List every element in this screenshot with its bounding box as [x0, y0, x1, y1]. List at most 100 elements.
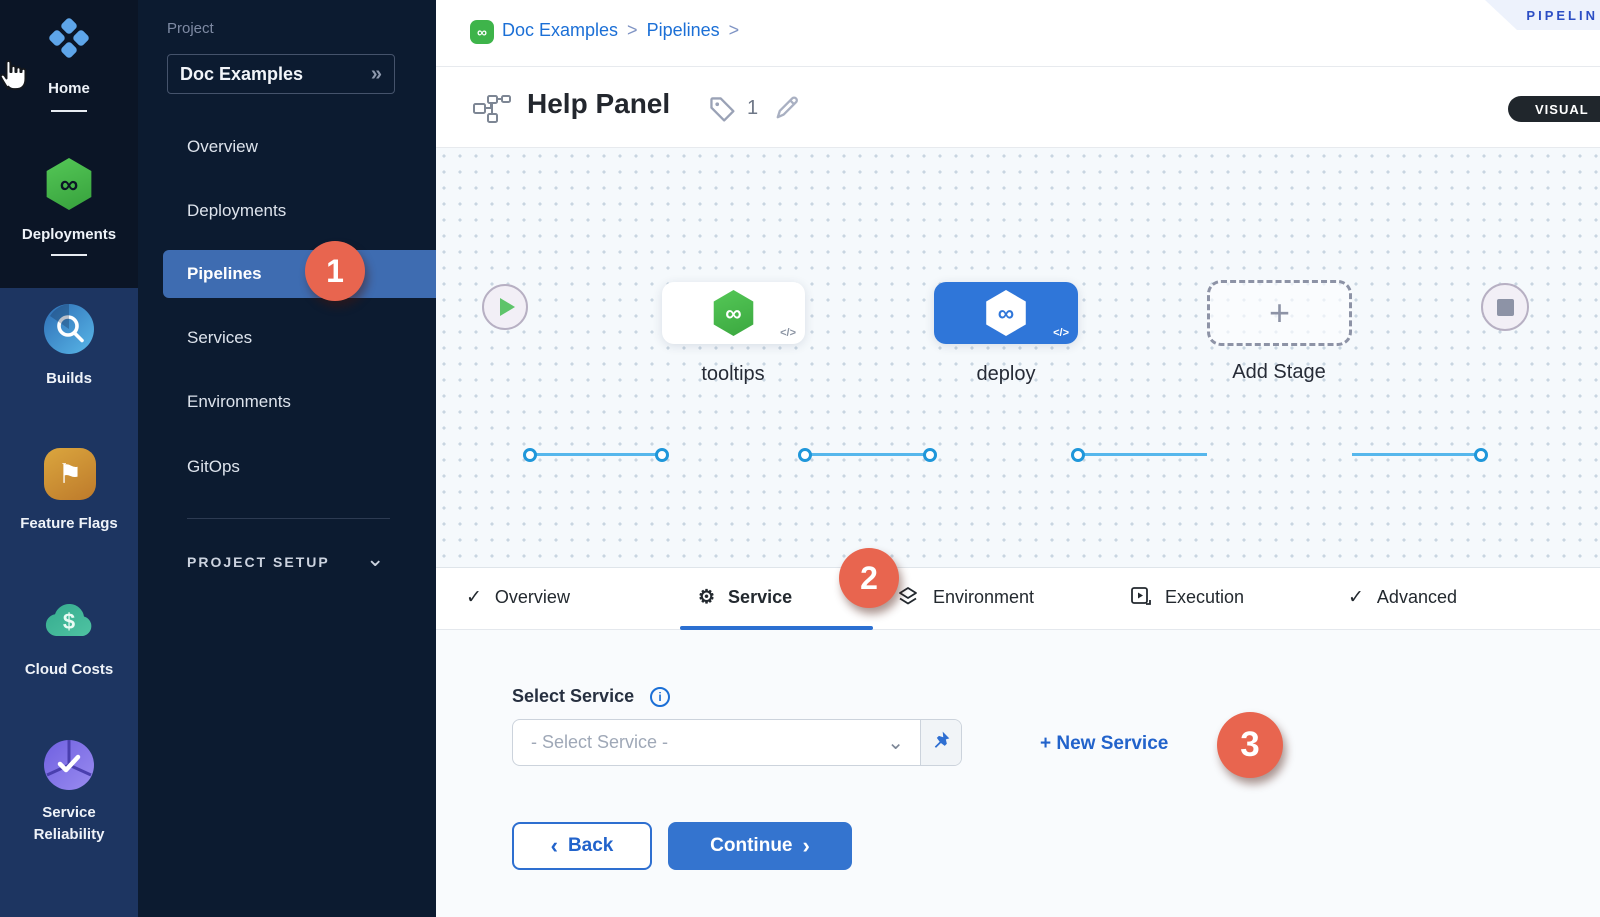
header-divider [436, 66, 1600, 67]
harness-logo-icon: ∞ [470, 20, 494, 44]
code-icon: </> [780, 327, 796, 339]
service-reliability-icon[interactable] [44, 740, 94, 795]
add-stage-button[interactable]: + [1207, 280, 1352, 346]
breadcrumb-project[interactable]: Doc Examples [502, 20, 619, 40]
visual-yaml-toggle[interactable]: VISUAL [1508, 96, 1600, 122]
select-service-dropdown[interactable]: - Select Service - ⌄ [512, 719, 962, 766]
deployments-active-underline [51, 254, 87, 256]
project-panel-background [138, 0, 436, 917]
ribbon-label: PIPELIN [1526, 7, 1598, 23]
feature-flags-icon[interactable]: ⚑ [44, 448, 96, 500]
panel-divider [187, 518, 390, 519]
sidebar-item-pipelines[interactable]: Pipelines [187, 264, 262, 283]
pushpin-icon [931, 730, 951, 755]
dropdown-value-area[interactable]: - Select Service - ⌄ [513, 720, 920, 765]
stop-icon [1496, 298, 1514, 316]
new-service-link[interactable]: + New Service [1040, 733, 1169, 754]
tab-execution[interactable]: Execution [1130, 568, 1244, 626]
sidebar-item-services[interactable]: Services [187, 328, 253, 347]
builds-icon[interactable] [44, 304, 94, 359]
breadcrumb: Doc Examples > Pipelines > [502, 20, 739, 41]
plus-icon: + [1268, 292, 1291, 333]
tab-environment[interactable]: Environment [896, 568, 1034, 626]
sidebar-item-service-reliability[interactable]: Service Reliability [33, 804, 105, 843]
project-section-label: Project [167, 20, 214, 37]
sidebar-item-environments[interactable]: Environments [187, 392, 291, 411]
deployments-icon[interactable]: ∞ [46, 158, 92, 210]
hand-cursor-icon [0, 50, 32, 99]
harness-stage-icon: ∞ [713, 290, 754, 336]
back-button[interactable]: ‹ Back [512, 822, 652, 870]
node-port[interactable] [1071, 448, 1085, 462]
info-icon[interactable]: i [650, 687, 670, 707]
svg-text:$: $ [63, 609, 75, 634]
project-selector[interactable]: Doc Examples » [167, 54, 395, 94]
tab-service[interactable]: ⚙ Service [698, 586, 793, 608]
pin-service-button[interactable] [920, 720, 961, 765]
cloud-costs-icon[interactable]: $ [42, 596, 96, 647]
connector-line [1078, 453, 1207, 456]
sidebar-item-deployments[interactable]: Deployments [21, 226, 117, 243]
home-active-underline [51, 110, 87, 112]
stage-node-tooltips[interactable]: ∞ </> [662, 282, 805, 344]
home-icon[interactable] [47, 16, 91, 65]
breadcrumb-pipelines[interactable]: Pipelines [646, 20, 720, 40]
sidebar-item-feature-flags[interactable]: Feature Flags [20, 515, 118, 532]
tag-icon[interactable] [708, 95, 738, 130]
continue-button[interactable]: Continue › [668, 822, 852, 870]
tab-overview[interactable]: ✓ Overview [466, 586, 570, 608]
callout-step-1: 1 [305, 241, 365, 301]
module-rail-bottom-background [0, 288, 138, 917]
node-port[interactable] [523, 448, 537, 462]
harness-stage-icon: ∞ [986, 290, 1026, 336]
sidebar-item-cloud-costs[interactable]: Cloud Costs [24, 661, 114, 678]
pipeline-end-node[interactable] [1481, 283, 1529, 331]
stage-label-tooltips[interactable]: tooltips [701, 363, 765, 385]
pipeline-canvas[interactable] [436, 148, 1600, 568]
node-port[interactable] [923, 448, 937, 462]
sidebar-item-pipelines-active-row[interactable] [163, 250, 436, 298]
chevron-down-icon[interactable]: ⌄ [366, 546, 385, 571]
gear-icon: ⚙ [698, 586, 716, 608]
tab-advanced[interactable]: ✓ Advanced [1348, 586, 1457, 608]
active-tab-underline [680, 626, 873, 630]
callout-step-2: 2 [839, 548, 899, 608]
stage-label-deploy[interactable]: deploy [976, 363, 1036, 385]
check-icon: ✓ [466, 586, 482, 608]
connector-line [805, 453, 930, 456]
code-icon: </> [1053, 327, 1069, 339]
node-port[interactable] [1474, 448, 1488, 462]
check-icon: ✓ [1348, 586, 1364, 608]
expand-project-icon[interactable]: » [370, 62, 382, 85]
sidebar-item-deployments-menu[interactable]: Deployments [187, 201, 287, 220]
breadcrumb-separator: > [728, 20, 740, 40]
sidebar-item-home[interactable]: Home [48, 80, 90, 97]
visual-toggle-label: VISUAL [1535, 101, 1589, 117]
stage-config-tabstrip [436, 568, 1600, 630]
play-icon [500, 298, 515, 316]
select-service-label: Select Service [512, 686, 635, 706]
project-name: Doc Examples [180, 63, 304, 84]
layers-icon [896, 585, 920, 609]
node-port[interactable] [798, 448, 812, 462]
sidebar-item-builds[interactable]: Builds [46, 370, 92, 387]
pipeline-start-node[interactable] [482, 284, 528, 330]
breadcrumb-separator: > [627, 20, 638, 40]
title-divider [436, 147, 1600, 148]
chevron-right-icon: › [802, 833, 810, 858]
stage-node-deploy[interactable]: ∞ </> [934, 282, 1078, 344]
add-stage-label[interactable]: Add Stage [1232, 361, 1326, 383]
service-form-background [436, 630, 1600, 917]
dropdown-placeholder: - Select Service - [531, 732, 669, 752]
project-setup-toggle[interactable]: PROJECT SETUP [187, 554, 330, 570]
tag-count: 1 [747, 97, 759, 119]
connector-line [530, 453, 662, 456]
sidebar-item-overview[interactable]: Overview [187, 137, 258, 156]
node-port[interactable] [655, 448, 669, 462]
callout-step-3: 3 [1217, 712, 1283, 778]
sidebar-item-gitops[interactable]: GitOps [187, 457, 240, 476]
pipeline-flowchart-icon [472, 94, 512, 129]
execution-play-icon [1130, 586, 1152, 608]
edit-pencil-icon[interactable] [772, 93, 802, 128]
